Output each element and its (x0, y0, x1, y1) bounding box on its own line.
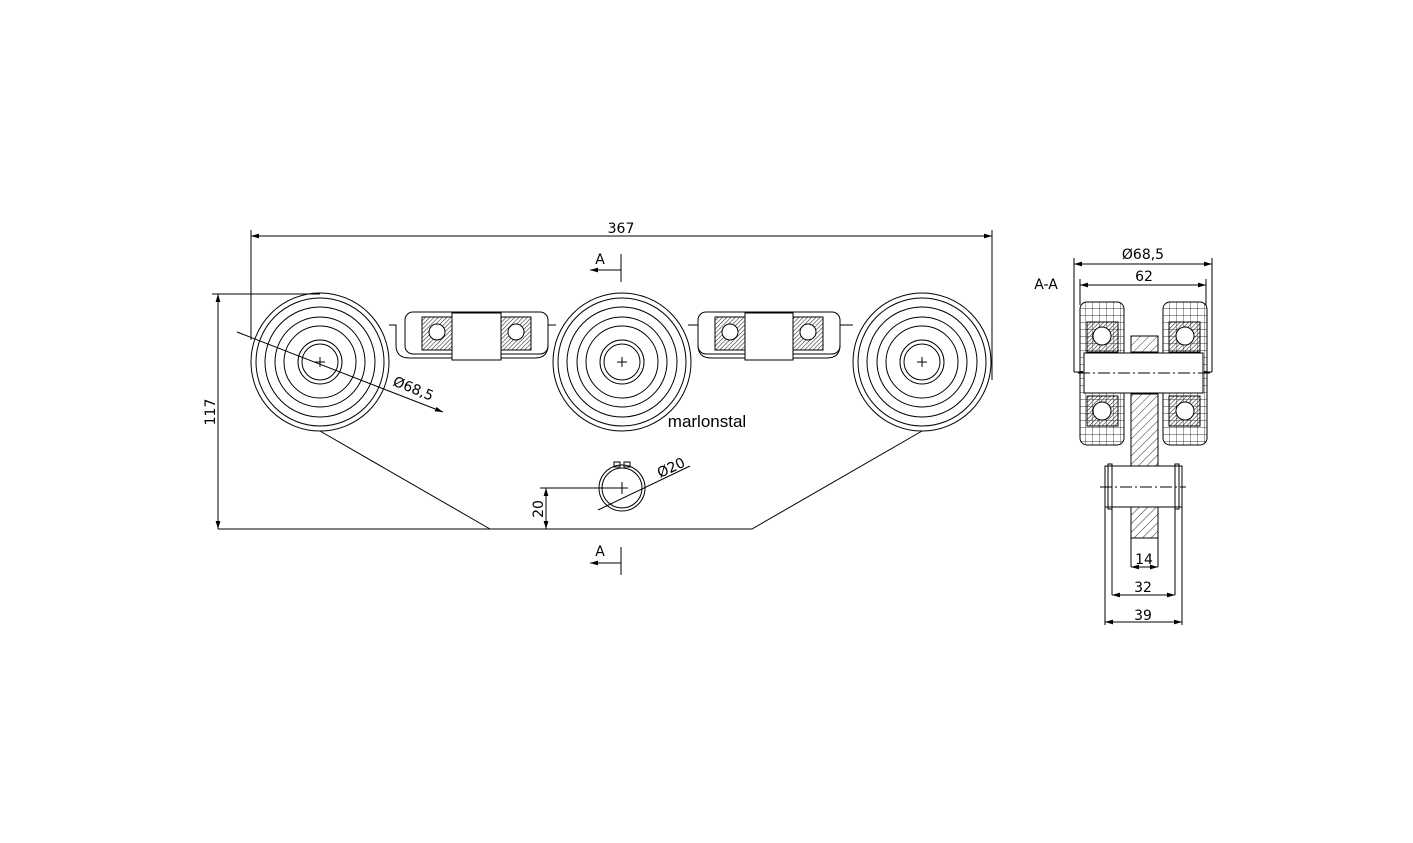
section-title: A-A (1034, 277, 1058, 293)
extension-lines (1104, 507, 1183, 625)
center-mark-icon (617, 357, 627, 367)
section-mark-bottom: A (590, 544, 622, 575)
wheel-right (852, 292, 992, 432)
leader-wheel-diameter (236, 331, 444, 413)
dimension-label-pin-offset: 20 (531, 500, 547, 518)
dimension-height: 117 (203, 293, 320, 529)
pin-hole (598, 461, 646, 512)
dimension-label-height: 117 (203, 399, 219, 426)
dimension-label-section-diameter: Ø68,5 (1122, 247, 1164, 263)
dimension-length: 367 (250, 221, 993, 380)
wheel-center (552, 292, 692, 432)
dimension-label-62: 62 (1135, 269, 1153, 285)
center-mark-icon (917, 357, 927, 367)
dimension-label-39: 39 (1134, 608, 1152, 624)
brand-text: marlonstal (668, 412, 746, 431)
section-view: A-A Ø68,5 62 14 32 39 (1034, 247, 1213, 625)
bearing-block-right (697, 311, 841, 361)
leader-pin-diameter (597, 465, 691, 511)
bearing-block-left (404, 311, 549, 361)
section-label: A (595, 544, 605, 560)
plate-section (1130, 393, 1159, 467)
dimension-label-32: 32 (1134, 580, 1152, 596)
plate-outline (218, 430, 923, 530)
center-mark-icon (315, 357, 325, 367)
front-view: 367 117 (203, 221, 993, 575)
dimension-label-pin-diameter: Ø20 (655, 455, 688, 482)
section-mark-top: A (590, 252, 622, 282)
section-label: A (595, 252, 605, 268)
wheel-left (250, 292, 390, 432)
dimension-label-length: 367 (608, 221, 635, 237)
dimension-label-14: 14 (1135, 552, 1153, 568)
